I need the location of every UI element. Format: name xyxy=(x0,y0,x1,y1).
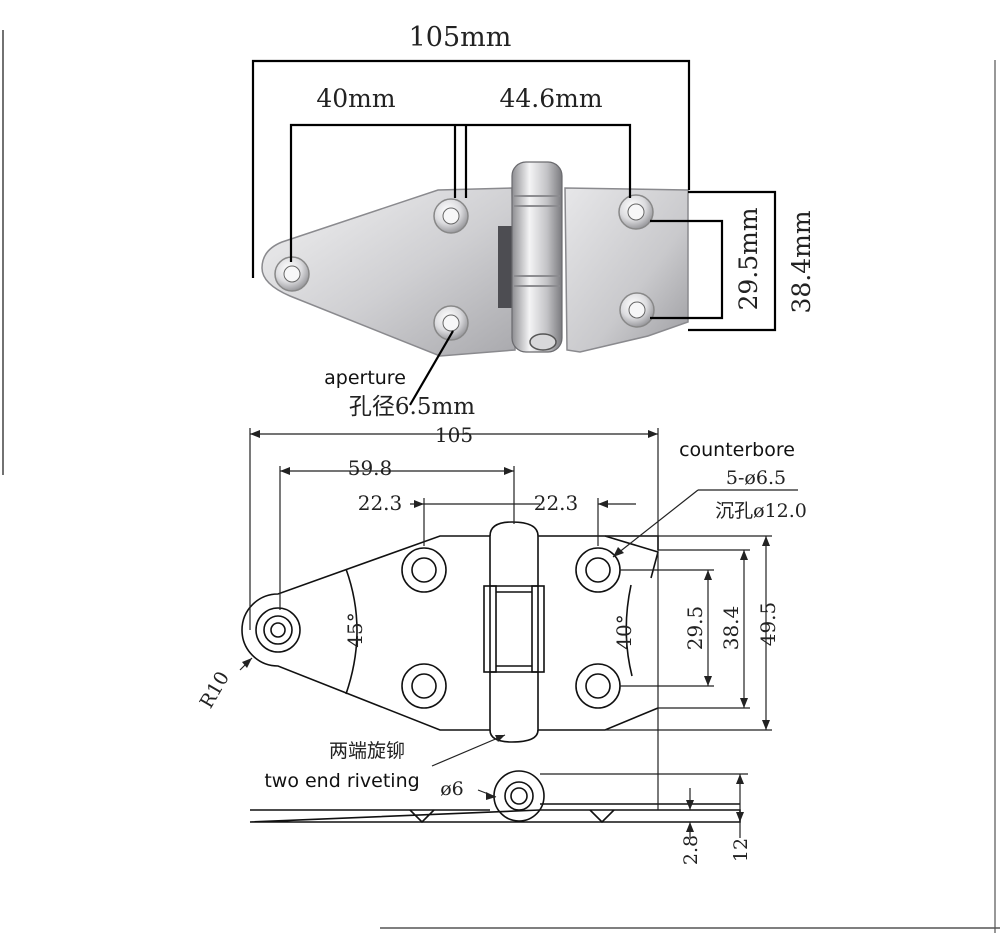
drawing-overall-length: 105 xyxy=(435,423,473,447)
right-span-label: 44.6mm xyxy=(499,84,602,113)
right-angle-label: 40° xyxy=(612,614,636,649)
counterbore-spec: 5-ø6.5 xyxy=(726,467,786,489)
radius-label: R10 xyxy=(196,668,234,712)
drawing-tip-to-hole: 59.8 xyxy=(348,456,393,480)
dimension-arrows xyxy=(242,430,770,832)
hole-spacing-label: 29.5mm xyxy=(734,207,763,310)
riveting-cn-label: 两端旋铆 xyxy=(329,740,405,762)
thickness-dim: 2.8 xyxy=(680,835,702,865)
hole xyxy=(433,198,469,234)
counterbore-cn: 沉孔ø12.0 xyxy=(715,500,807,522)
aperture-cn-label: 孔径6.5mm xyxy=(349,394,475,420)
hole xyxy=(619,292,655,328)
leaf-slot xyxy=(498,226,512,308)
left-angle-label: 45° xyxy=(343,612,367,647)
hole xyxy=(618,194,654,230)
leaf-height-label: 38.4mm xyxy=(787,210,816,313)
left-span-label: 40mm xyxy=(316,84,396,113)
counterbore-label: counterbore xyxy=(679,439,795,461)
hole-spacing-dim: 29.5 xyxy=(683,606,707,651)
riveting-label: two end riveting xyxy=(264,770,419,792)
hinge-photo xyxy=(261,161,689,357)
drawing-left-offset: 22.3 xyxy=(358,491,403,515)
pin-diameter-label: ø6 xyxy=(440,778,464,800)
overall-height-dim: 49.5 xyxy=(756,602,780,647)
hole xyxy=(274,256,310,292)
knuckle-height-dim: 12 xyxy=(730,838,752,862)
overall-length-label: 105mm xyxy=(409,22,512,53)
hole xyxy=(433,305,469,341)
photo-dimension-lines xyxy=(251,59,777,406)
leaf-height-dim: 38.4 xyxy=(719,606,743,651)
rivet-end xyxy=(529,333,557,351)
drawing-right-offset: 22.3 xyxy=(534,491,579,515)
hinge-barrel xyxy=(511,161,563,353)
aperture-label: aperture xyxy=(324,367,406,389)
